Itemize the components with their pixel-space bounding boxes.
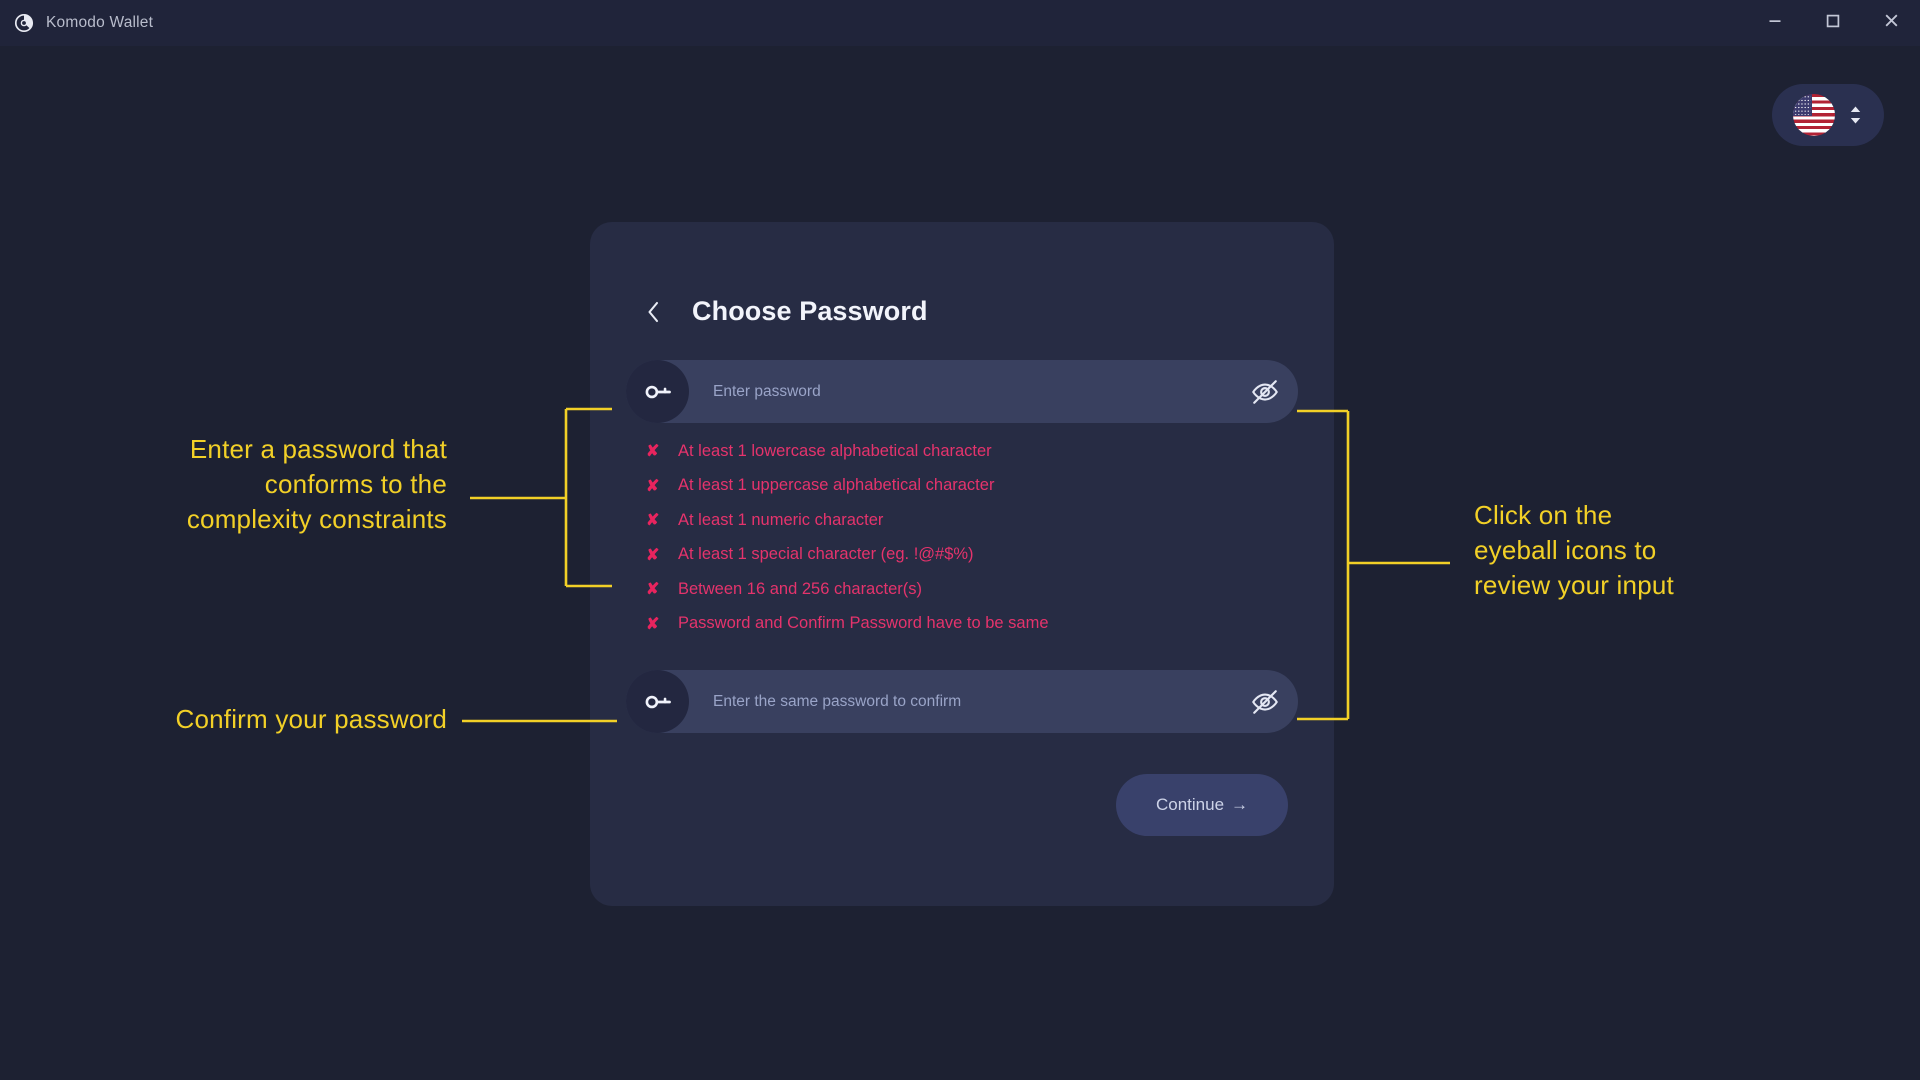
close-button[interactable]: [1862, 0, 1920, 46]
status-badge: ✘: [646, 615, 660, 633]
choose-password-card: Choose Password: [590, 222, 1334, 906]
confirm-password-field: [626, 670, 1298, 733]
annotation-password-complexity: Enter a password that conforms to the co…: [186, 434, 447, 534]
titlebar: Komodo Wallet: [0, 0, 1920, 46]
chevron-left-icon[interactable]: [646, 300, 664, 324]
close-icon: [1883, 12, 1900, 34]
eye-off-icon[interactable]: [1232, 360, 1298, 423]
minimize-button[interactable]: [1746, 0, 1804, 46]
page-title: Choose Password: [692, 296, 928, 326]
maximize-button[interactable]: [1804, 0, 1862, 46]
window-controls: [1746, 0, 1920, 46]
app-title: Komodo Wallet: [46, 14, 154, 31]
minimize-icon: [1767, 13, 1783, 34]
rule-text: At least 1 numeric character: [678, 510, 884, 529]
list-item: ✘ At least 1 uppercase alphabetical char…: [646, 469, 1049, 504]
maximize-icon: [1825, 13, 1841, 34]
status-badge: ✘: [646, 512, 660, 530]
list-item: ✘ Password and Confirm Password have to …: [646, 607, 1049, 642]
list-item: ✘ At least 1 special character (eg. !@#$…: [646, 538, 1049, 573]
rule-text: At least 1 lowercase alphabetical charac…: [678, 441, 992, 460]
list-item: ✘ Between 16 and 256 character(s): [646, 572, 1049, 607]
rule-text: Password and Confirm Password have to be…: [678, 614, 1049, 633]
password-field: [626, 360, 1298, 423]
status-badge: ✘: [646, 581, 660, 599]
key-icon: [626, 360, 689, 423]
annotation-eyeball: Click on the eyeball icons to review you…: [1474, 500, 1674, 600]
card-header: Choose Password: [646, 296, 928, 327]
us-flag-icon: [1792, 94, 1835, 136]
list-item: ✘ At least 1 lowercase alphabetical char…: [646, 434, 1049, 469]
chevron-up-down-icon: [1847, 103, 1864, 127]
rule-text: At least 1 uppercase alphabetical charac…: [678, 476, 995, 495]
arrow-right-icon: →: [1231, 795, 1249, 814]
password-rules-list: ✘ At least 1 lowercase alphabetical char…: [646, 434, 1049, 641]
rule-text: Between 16 and 256 character(s): [678, 579, 922, 598]
language-selector[interactable]: [1772, 84, 1884, 146]
eye-off-icon[interactable]: [1232, 670, 1298, 733]
continue-button[interactable]: Continue →: [1116, 774, 1288, 836]
continue-button-label: Continue: [1155, 795, 1225, 814]
key-icon: [626, 670, 689, 733]
password-input[interactable]: [689, 360, 1232, 423]
rule-text: At least 1 special character (eg. !@#$%): [678, 545, 974, 564]
confirm-password-input[interactable]: [689, 670, 1232, 733]
status-badge: ✘: [646, 477, 660, 495]
annotation-confirm-password: Confirm your password: [175, 704, 447, 734]
status-badge: ✘: [646, 443, 660, 461]
komodo-logo-icon: [14, 13, 34, 33]
status-badge: ✘: [646, 546, 660, 564]
list-item: ✘ At least 1 numeric character: [646, 503, 1049, 538]
